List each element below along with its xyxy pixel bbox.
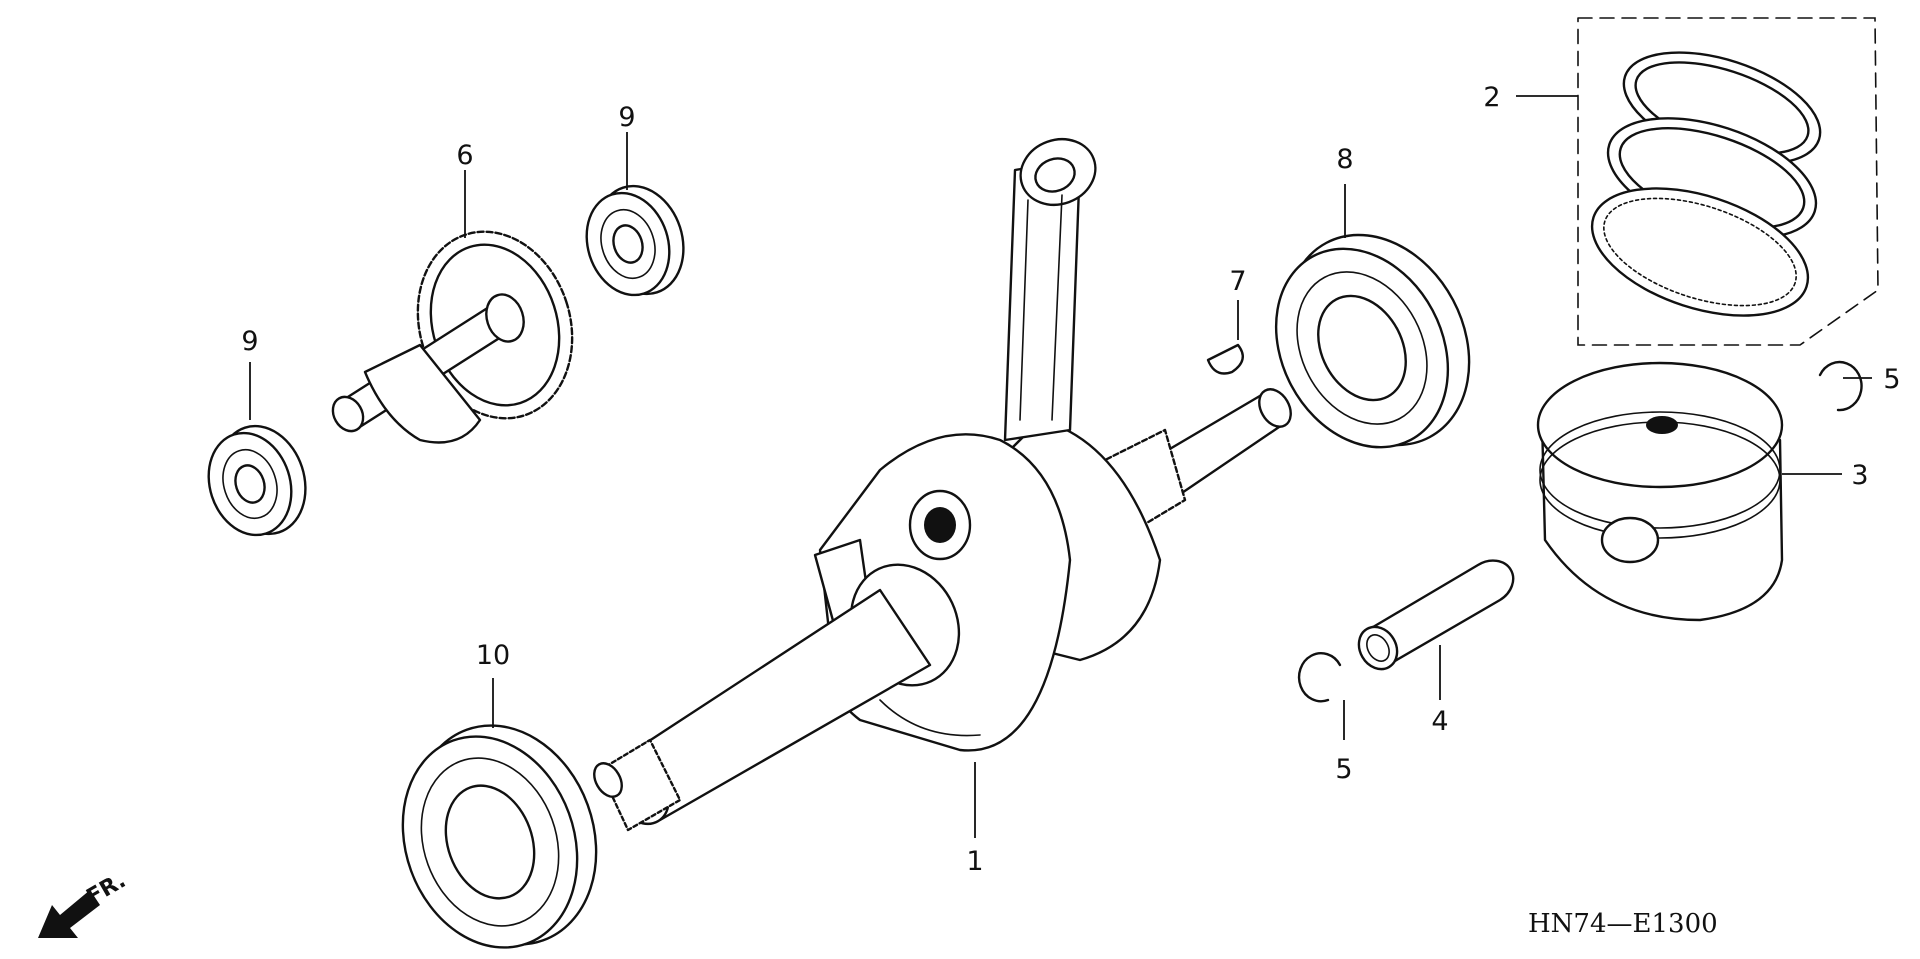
callout-5-lower: 5 [1335, 754, 1352, 785]
callout-1: 1 [966, 846, 983, 877]
callout-10: 10 [476, 640, 510, 671]
radial-bearing-small-upper [585, 184, 685, 297]
radial-bearing-right [1274, 233, 1471, 449]
piston-pin-clip-upper [1818, 360, 1863, 412]
radial-bearing-small-left [207, 424, 307, 537]
radial-bearing-left [401, 724, 598, 949]
front-direction-arrow: FR. [38, 868, 130, 938]
piston [1536, 361, 1784, 622]
woodruff-key [1206, 343, 1244, 375]
callout-8: 8 [1336, 144, 1353, 175]
piston-pin [1357, 559, 1515, 671]
callout-9-upper: 9 [618, 102, 635, 133]
leader-lines [249, 95, 1872, 838]
callout-4: 4 [1431, 706, 1448, 737]
callout-9-left: 9 [241, 326, 258, 357]
callout-2: 2 [1483, 82, 1500, 113]
arrow-icon [38, 890, 100, 938]
piston-rings-group [1577, 17, 1879, 346]
callout-labels: 1 2 3 4 5 5 6 7 8 9 9 10 [241, 82, 1900, 877]
callout-5-upper: 5 [1883, 364, 1900, 395]
diagram-code: HN74—E1300 [1528, 909, 1718, 939]
callout-7: 7 [1229, 266, 1246, 297]
callout-6: 6 [456, 140, 473, 171]
balancer-gear-shaft [331, 230, 574, 444]
callout-3: 3 [1851, 460, 1868, 491]
piston-pin-clip-lower [1297, 652, 1342, 703]
crankshaft-assembly [593, 138, 1292, 832]
